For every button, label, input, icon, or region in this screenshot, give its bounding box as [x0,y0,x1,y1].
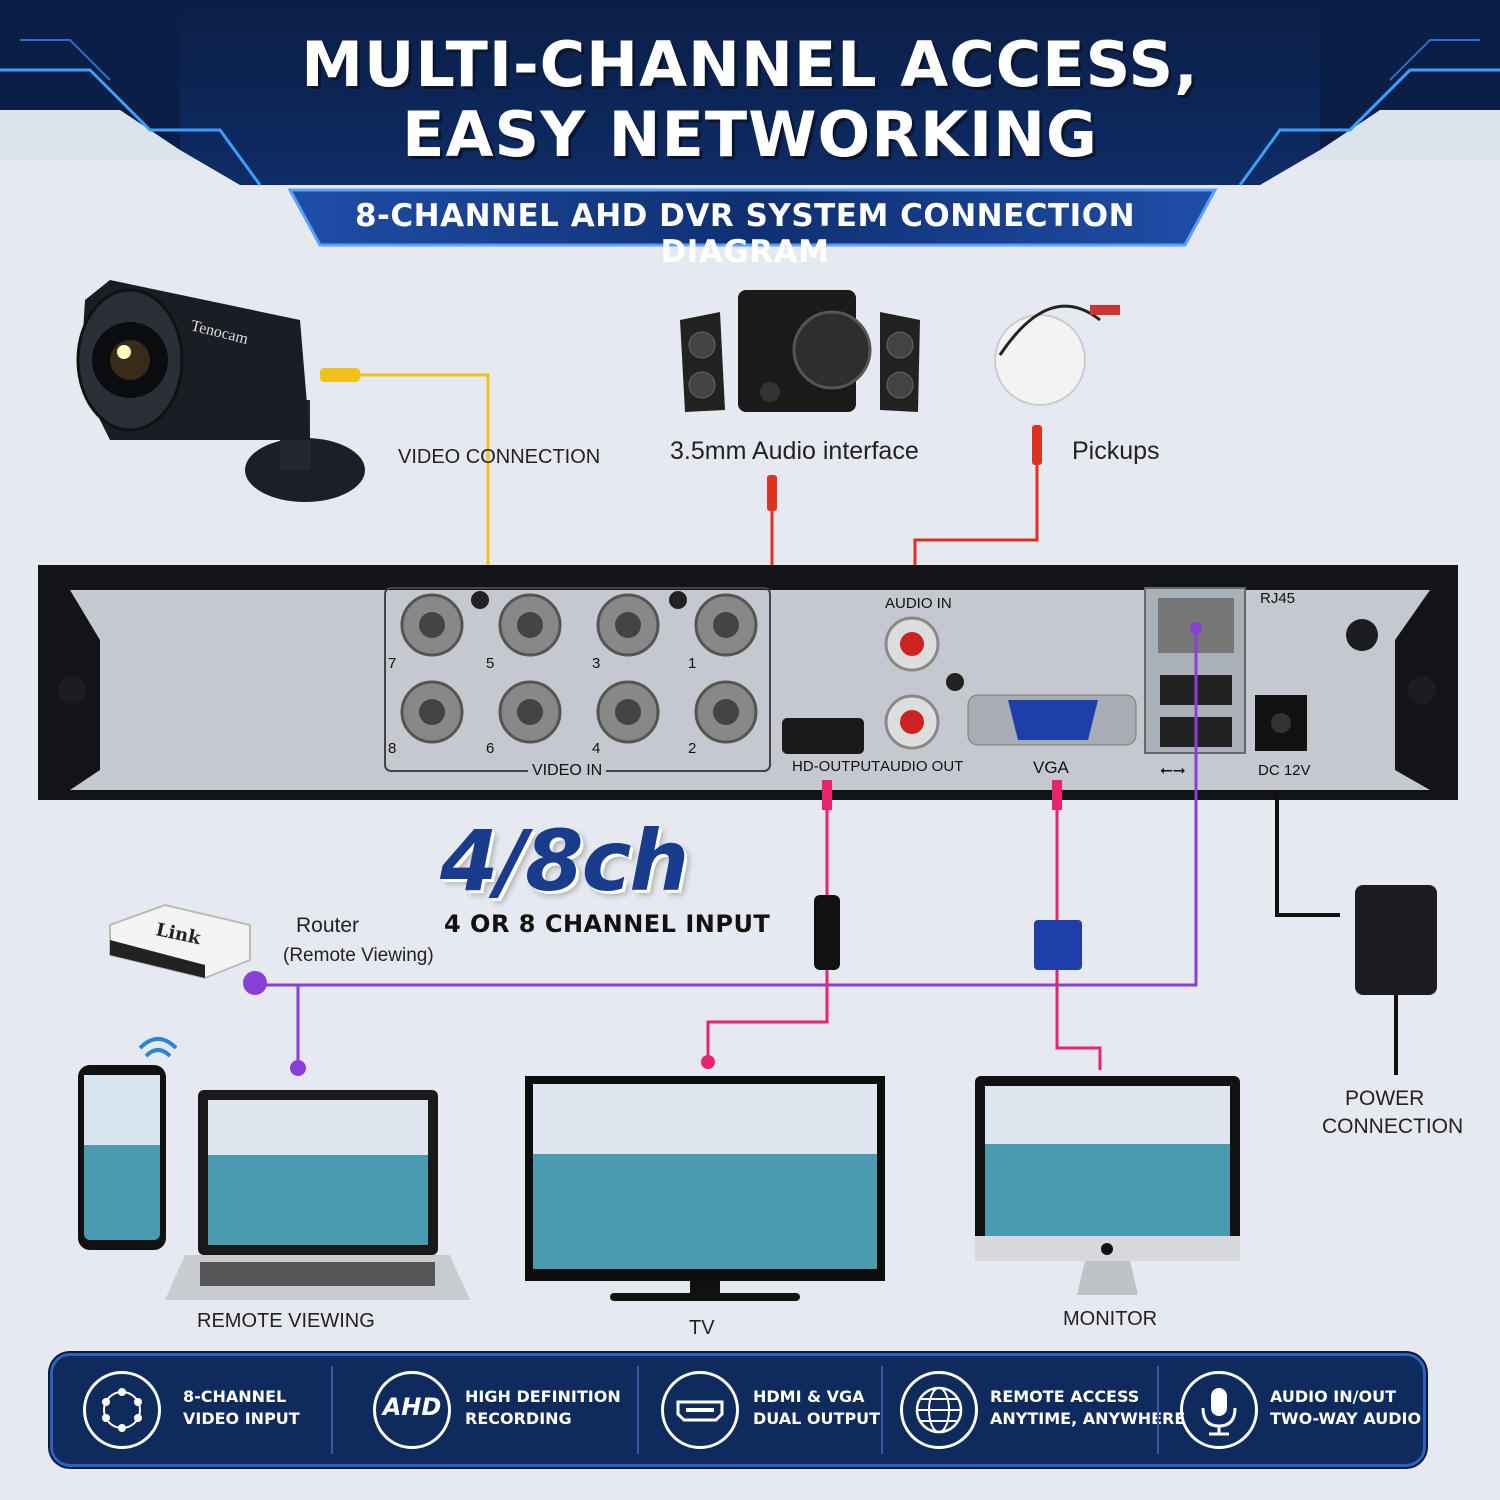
dvr-rear-panel [38,565,1458,800]
channel-number: 8 [388,740,397,757]
television [525,1076,885,1301]
page-subtitle: 8-CHANNEL AHD DVR SYSTEM CONNECTION DIAG… [354,198,1136,270]
page-title-line2: EASY NETWORKING [402,98,1098,171]
rca-plug-yellow [320,368,360,382]
video-connection-label: VIDEO CONNECTION [398,446,601,468]
laptop [165,1090,470,1300]
video-in-label: VIDEO IN [528,762,607,780]
bullet-camera: Tenocam [76,280,365,502]
feature-line2: TWO-WAY AUDIO [1270,1409,1422,1428]
ahd-icon-text: AHD [382,1393,442,1421]
channel-number: 7 [388,655,397,672]
feature-divider [881,1366,883,1454]
feature-line2: VIDEO INPUT [183,1409,300,1428]
network-cable [258,628,1198,987]
vga-plug [1034,920,1082,970]
feature-line1: 8-CHANNEL [183,1387,287,1406]
channel-number: 6 [486,740,495,757]
channel-number: 5 [486,655,495,672]
channel-number: 2 [688,740,697,757]
feature-line1: HDMI & VGA [753,1387,865,1406]
power-label-line2: CONNECTION [1322,1115,1464,1138]
hdmi-plug [814,895,840,970]
smartphone [78,1037,178,1250]
header-banner: MULTI-CHANNEL ACCESS, EASY NETWORKING 8-… [0,0,1500,270]
network-nodes-icon [83,1371,161,1449]
feature-divider [331,1366,333,1454]
speakers [680,290,920,412]
pickup-microphone [994,304,1120,406]
feature-line2: DUAL OUTPUT [753,1409,881,1428]
dc-label: DC 12V [1258,762,1311,779]
vga-label: VGA [1033,758,1069,777]
channel-number: 4 [592,740,601,757]
feature-bar: 8-CHANNEL VIDEO INPUT AHD HIGH DEFINITIO… [50,1353,1426,1467]
router-label: Router [296,914,360,937]
power-adapter [1355,885,1437,995]
feature-item: HDMI & VGA DUAL OUTPUT [631,1356,881,1464]
video-cable [335,373,490,590]
feature-item: 8-CHANNEL VIDEO INPUT [53,1356,328,1464]
channel-count-badge: 4/8ch [440,812,689,910]
feature-divider [637,1366,639,1454]
feature-line1: AUDIO IN/OUT [1270,1387,1396,1406]
hdmi-icon [661,1371,739,1449]
channel-input-caption: 4 OR 8 CHANNEL INPUT [444,910,771,938]
feature-item: AUDIO IN/OUT TWO-WAY AUDIO [1153,1356,1422,1464]
feature-divider [1157,1366,1159,1454]
rj45-label: RJ45 [1260,590,1296,607]
page-title-line1: MULTI-CHANNEL ACCESS, [301,28,1199,101]
bnc-connectors [400,593,758,744]
ahd-icon: AHD [373,1371,451,1449]
channel-number: 3 [592,655,601,672]
audio-interface-label: 3.5mm Audio interface [670,437,919,465]
audio-in-label: AUDIO IN [885,595,952,612]
globe-icon [900,1371,978,1449]
feature-line1: HIGH DEFINITION [465,1387,621,1406]
tv-label: TV [689,1317,715,1339]
power-label-line1: POWER [1345,1087,1425,1110]
monitor-label: MONITOR [1063,1308,1158,1330]
router-device: Link [109,903,251,980]
imac-monitor [975,1076,1240,1295]
hd-output-label: HD-OUTPUT [792,758,881,775]
header-background [0,0,1500,247]
pickups-label: Pickups [1072,437,1160,465]
feature-item: REMOTE ACCESS ANYTIME, ANYWHERE [873,1356,1185,1464]
remote-viewing-label: REMOTE VIEWING [197,1310,375,1332]
feature-line1: REMOTE ACCESS [990,1387,1140,1406]
power-cable [1275,790,1340,917]
feature-item: AHD HIGH DEFINITION RECORDING [343,1356,633,1464]
feature-line2: ANYTIME, ANYWHERE [990,1409,1186,1428]
router-sub-label: (Remote Viewing) [283,945,434,966]
feature-line2: RECORDING [465,1409,572,1428]
usb-symbol: ⭠⭢ [1160,762,1186,779]
audio-out-label: AUDIO OUT [880,758,964,775]
audio-input-cable [913,460,1039,582]
microphone-icon [1180,1371,1258,1449]
channel-number: 1 [688,655,697,672]
